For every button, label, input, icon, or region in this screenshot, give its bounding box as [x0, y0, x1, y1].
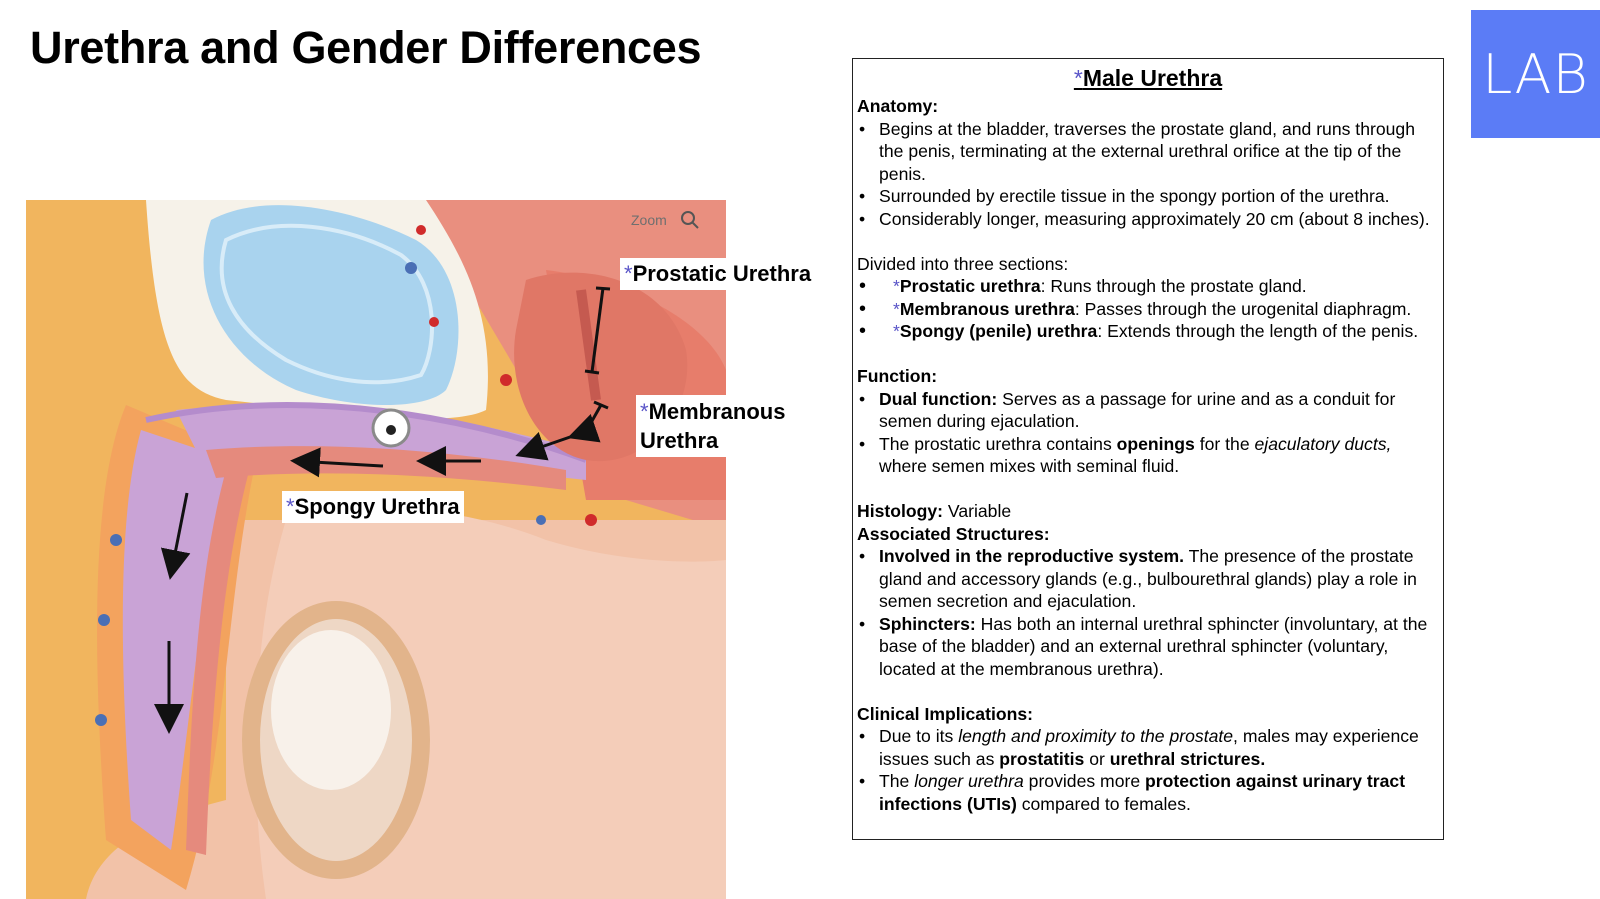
anatomy-list: Begins at the bladder, traverses the pro…: [857, 118, 1439, 231]
anatomy-illustration: Zoom: [26, 200, 726, 899]
list-item: The longer urethra provides more protect…: [857, 770, 1439, 815]
list-item: Due to its length and proximity to the p…: [857, 725, 1439, 770]
list-item: Involved in the reproductive system. The…: [857, 545, 1439, 613]
lab-logo: LAB: [1471, 10, 1600, 138]
zoom-label: Zoom: [631, 212, 667, 228]
function-heading: Function:: [857, 366, 938, 386]
sections-list: *Prostatic urethra: Runs through the pro…: [857, 275, 1439, 343]
prostatic-bracket: [584, 286, 611, 375]
sections-intro: Divided into three sections:: [857, 253, 1069, 274]
list-item: The prostatic urethra contains openings …: [857, 433, 1439, 478]
zoom-icon[interactable]: [681, 211, 695, 225]
anatomy-diagram: Zoom: [26, 200, 726, 899]
function-list: Dual function: Serves as a passage for u…: [857, 388, 1439, 478]
list-item: *Membranous urethra: Passes through the …: [857, 298, 1439, 321]
list-item: Dual function: Serves as a passage for u…: [857, 388, 1439, 433]
flow-arrows: [154, 413, 601, 734]
list-item: Sphincters: Has both an internal urethra…: [857, 613, 1439, 681]
list-item: *Prostatic urethra: Runs through the pro…: [857, 275, 1439, 298]
spongy-urethra-label: *Spongy Urethra: [282, 491, 464, 523]
clinical-heading: Clinical Implications:: [857, 703, 1033, 724]
list-item: Considerably longer, measuring approxima…: [857, 208, 1439, 231]
list-item: Surrounded by erectile tissue in the spo…: [857, 185, 1439, 208]
prostatic-urethra-label: *Prostatic Urethra: [620, 258, 816, 290]
assoc-heading: Associated Structures:: [857, 523, 1050, 544]
assoc-list: Involved in the reproductive system. The…: [857, 545, 1439, 680]
histology-line: Histology: Variable: [857, 501, 1012, 521]
clinical-list: Due to its length and proximity to the p…: [857, 725, 1439, 815]
membranous-urethra-label: *Membranous Urethra: [636, 395, 790, 457]
panel-title: *Male Urethra: [1073, 65, 1223, 91]
list-item: *Spongy (penile) urethra: Extends throug…: [857, 320, 1439, 343]
anatomy-heading: Anatomy:: [857, 96, 939, 116]
list-item: Begins at the bladder, traverses the pro…: [857, 118, 1439, 186]
male-urethra-panel: *Male Urethra Anatomy: Begins at the bla…: [852, 58, 1444, 840]
page-title: Urethra and Gender Differences: [30, 22, 702, 73]
